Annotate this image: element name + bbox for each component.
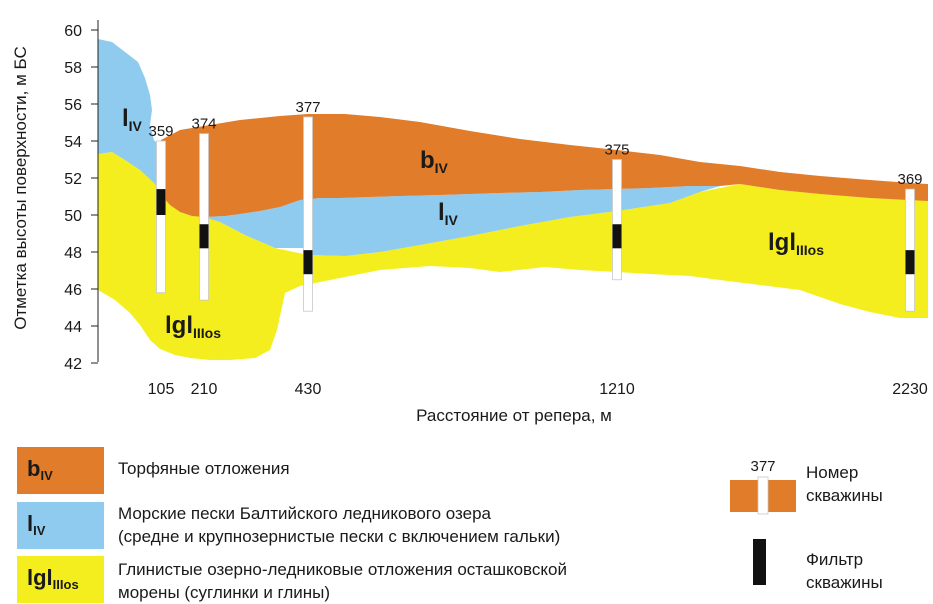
y-tick-label: 42 xyxy=(64,356,82,373)
y-axis-title: Отметка высоты поверхности, м БС xyxy=(11,46,30,330)
clay-layer-lglIIIos xyxy=(98,152,928,360)
geologic-layers xyxy=(98,39,928,360)
key-symbols: 377 xyxy=(730,458,796,585)
key-filter-label: Фильтр скважины xyxy=(806,550,883,592)
borehole-374 xyxy=(199,133,209,301)
borehole-filter-377 xyxy=(303,250,313,275)
y-tick-label: 48 xyxy=(64,245,82,262)
borehole-number-369: 369 xyxy=(897,171,922,188)
legend-swatch-peat: bIV xyxy=(17,447,104,494)
y-tick-label: 44 xyxy=(64,319,82,336)
borehole-number-374: 374 xyxy=(191,116,216,133)
legend-index-peat: IV xyxy=(40,468,53,483)
x-tick-label: 210 xyxy=(191,381,218,398)
legend-text-peat: Торфяные отложения xyxy=(118,459,290,478)
legend-code-peat: b xyxy=(27,456,41,481)
layer-label: lglIIIos xyxy=(165,312,221,341)
y-tick-label: 52 xyxy=(64,171,82,188)
borehole-number-375: 375 xyxy=(604,142,629,159)
legend-swatch-sand: lIV xyxy=(17,502,104,549)
x-axis-title: Расстояние от репера, м xyxy=(416,406,612,425)
legend-index-sand: IV xyxy=(33,523,46,538)
y-tick-label: 46 xyxy=(64,282,82,299)
key-borehole-label: Номер скважины xyxy=(806,463,883,505)
key-borehole-number: 377 xyxy=(750,458,775,475)
peat-layer-bIV xyxy=(161,114,928,217)
legend-code-sand: l xyxy=(27,511,34,536)
legend-text-clay: Глинистые озерно-ледниковые отложения ос… xyxy=(118,560,567,602)
x-tick-label: 430 xyxy=(295,381,322,398)
borehole-359 xyxy=(156,140,166,294)
borehole-filter-369 xyxy=(905,250,915,275)
borehole-number-359: 359 xyxy=(148,123,173,140)
legend-code-clay: lgl xyxy=(27,565,53,590)
borehole-filter-375 xyxy=(612,224,622,249)
boreholes: 359 374 377 375 369 xyxy=(148,99,923,312)
layer-label: lglIIIos xyxy=(768,229,824,258)
axes: 42 44 46 48 50 52 54 56 58 60 105 210 430 1210 2230 xyxy=(64,20,928,398)
y-tick-label: 58 xyxy=(64,60,82,77)
borehole-375 xyxy=(612,159,622,281)
key-filter-icon xyxy=(753,539,766,585)
borehole-filter-359 xyxy=(156,189,166,215)
sand-layer-lIV-central xyxy=(204,186,720,256)
legend-text-sand: Морские пески Балтийского ледникового оз… xyxy=(118,504,561,546)
x-tick-label: 2230 xyxy=(892,381,928,398)
sand-layer-lIV-left xyxy=(98,39,161,195)
y-tick-label: 50 xyxy=(64,208,82,225)
layer-label: bIV xyxy=(420,147,449,176)
legend-index-clay: IIIos xyxy=(52,577,79,592)
layer-label: lIV xyxy=(438,199,459,228)
legend-swatch-clay: lglIIIos xyxy=(17,556,104,603)
x-tick-label: 105 xyxy=(148,381,175,398)
borehole-filter-374 xyxy=(199,224,209,249)
layer-labels: bIV lIV lIV lglIIIos lglIIIos xyxy=(122,105,824,341)
borehole-377 xyxy=(303,116,313,312)
x-tick-label: 1210 xyxy=(599,381,635,398)
borehole-number-377: 377 xyxy=(295,99,320,116)
key-borehole-icon xyxy=(757,476,769,515)
y-tick-label: 56 xyxy=(64,97,82,114)
y-tick-label: 60 xyxy=(64,23,82,40)
y-tick-label: 54 xyxy=(64,134,82,151)
layer-label: lIV xyxy=(122,105,143,134)
